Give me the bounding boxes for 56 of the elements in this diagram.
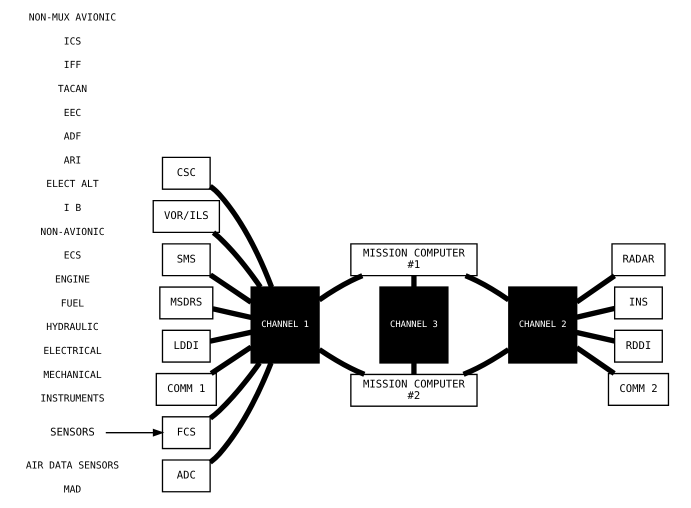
connector: [574, 346, 616, 376]
node-box: CSC: [161, 156, 210, 190]
label: HYDRAULIC: [46, 322, 98, 334]
label: TACAN: [57, 84, 87, 95]
node-box: FCS: [161, 416, 210, 450]
connector: [209, 344, 252, 376]
label: AIR DATA SENSORS: [25, 460, 119, 472]
node-box: CHANNEL 1: [250, 286, 320, 364]
connector: [576, 330, 615, 344]
label: ADF: [63, 132, 81, 143]
node-box: ADC: [161, 459, 210, 492]
label: FUEL: [60, 298, 84, 310]
connector: [209, 330, 252, 344]
node-box: CHANNEL 3: [378, 286, 448, 364]
connector: [464, 273, 510, 302]
node-text: SENSORS: [50, 426, 94, 438]
node-box: COMM 2: [607, 372, 669, 406]
node-box: MISSION COMPUTER #2: [350, 374, 478, 407]
arrow: [105, 428, 164, 437]
label: IFF: [63, 60, 81, 72]
node-box: MISSION COMPUTER #1: [350, 243, 478, 276]
label: ELECT ALT: [46, 179, 98, 190]
label: ENGINE: [54, 274, 90, 286]
connector: [410, 276, 416, 288]
connector: [574, 274, 616, 304]
label: EEC: [63, 108, 81, 119]
connector: [317, 273, 363, 302]
connector: [208, 184, 274, 288]
node-box: RADAR: [610, 243, 666, 276]
label: ELECTRICAL: [42, 346, 102, 357]
label: NON-MUX AVIONIC: [28, 12, 116, 24]
label: ICS: [63, 36, 81, 48]
node-box: CHANNEL 2: [508, 286, 577, 364]
node-box: LDDI: [161, 330, 210, 363]
label: INSTRUMENTS: [40, 394, 104, 405]
connector: [462, 347, 510, 377]
node-box: INS: [613, 286, 662, 320]
node-box: SMS: [161, 243, 210, 276]
connector: [208, 272, 252, 304]
connector: [208, 362, 273, 464]
connector: [208, 361, 262, 420]
node-box: VOR/ILS: [152, 200, 220, 234]
node-box: MSDRS: [158, 286, 213, 320]
label: NON-AVIONIC: [40, 226, 104, 238]
label: ECS: [63, 250, 81, 262]
node-box: RDDI: [613, 330, 662, 363]
connector: [317, 347, 365, 377]
connector: [212, 306, 252, 320]
node-box: COMM 1: [155, 372, 216, 406]
connector: [576, 306, 615, 320]
label: MAD: [63, 484, 81, 496]
label: ARI: [63, 155, 81, 166]
label: I B: [63, 203, 81, 214]
connector: [410, 363, 416, 374]
label: MECHANICAL: [42, 370, 102, 381]
connector: [211, 230, 262, 288]
